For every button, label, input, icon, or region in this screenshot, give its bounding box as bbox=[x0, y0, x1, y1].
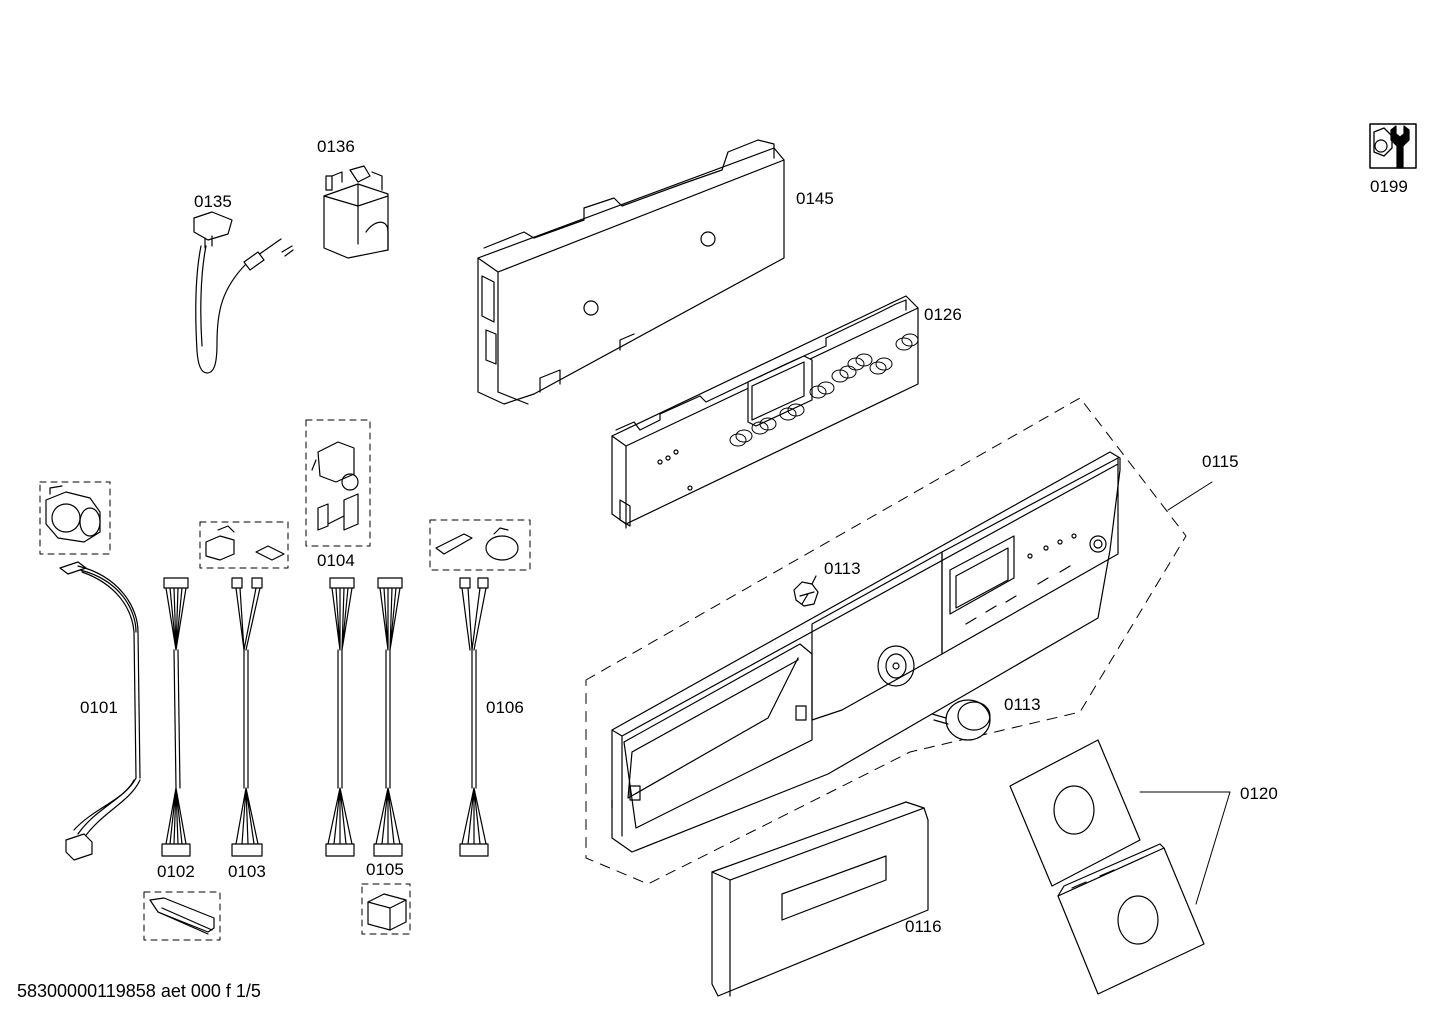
wire-harness-0101 bbox=[59, 561, 141, 861]
wire-harness-0102 bbox=[161, 577, 191, 857]
label-0126: 0126 bbox=[924, 305, 962, 324]
wire-harness-0104 bbox=[325, 577, 355, 857]
wire-harness-0103 bbox=[231, 577, 263, 857]
leader-line-0115 bbox=[1167, 481, 1213, 511]
suppressor-part bbox=[323, 165, 389, 259]
wire-harness-0106 bbox=[459, 577, 489, 857]
leader-line-0120 bbox=[1139, 791, 1231, 905]
heater-part bbox=[143, 891, 221, 941]
rotary-knob-part bbox=[931, 699, 991, 741]
wrench-icon[interactable] bbox=[1369, 123, 1417, 169]
knob-part bbox=[793, 575, 819, 607]
label-0136: 0136 bbox=[317, 137, 355, 156]
motor-part bbox=[39, 481, 111, 555]
fascia-panel-part bbox=[611, 451, 1121, 853]
label-0135: 0135 bbox=[194, 192, 232, 211]
label-0116: 0116 bbox=[905, 917, 942, 936]
label-0199: 0199 bbox=[1370, 177, 1408, 196]
control-module-part bbox=[611, 295, 919, 529]
module-cover-part bbox=[477, 139, 785, 405]
valve-assembly-part bbox=[199, 521, 289, 569]
document-id: 58300000119858 aet 000 f 1/5 bbox=[17, 981, 261, 1001]
fascia-group-boundary bbox=[585, 397, 1187, 885]
label-0113-top: 0113 bbox=[824, 559, 861, 578]
drawer-handle-part bbox=[711, 801, 929, 997]
label-0120: 0120 bbox=[1240, 784, 1278, 803]
label-0103: 0103 bbox=[228, 862, 266, 881]
label-0113-knob: 0113 bbox=[1004, 695, 1041, 714]
wire-harness-0105 bbox=[373, 577, 403, 857]
label-0106: 0106 bbox=[486, 698, 524, 717]
door-lock-part bbox=[361, 883, 411, 935]
label-0105: 0105 bbox=[366, 860, 404, 879]
power-cord-part bbox=[193, 211, 294, 374]
label-0101: 0101 bbox=[80, 698, 118, 717]
pressure-sensor-part bbox=[429, 519, 531, 571]
label-0102: 0102 bbox=[157, 862, 195, 881]
label-0104: 0104 bbox=[317, 551, 355, 570]
trim-plate-part bbox=[1009, 739, 1205, 995]
label-0115: 0115 bbox=[1202, 452, 1239, 471]
pump-part bbox=[305, 419, 371, 547]
label-0145: 0145 bbox=[796, 189, 834, 208]
